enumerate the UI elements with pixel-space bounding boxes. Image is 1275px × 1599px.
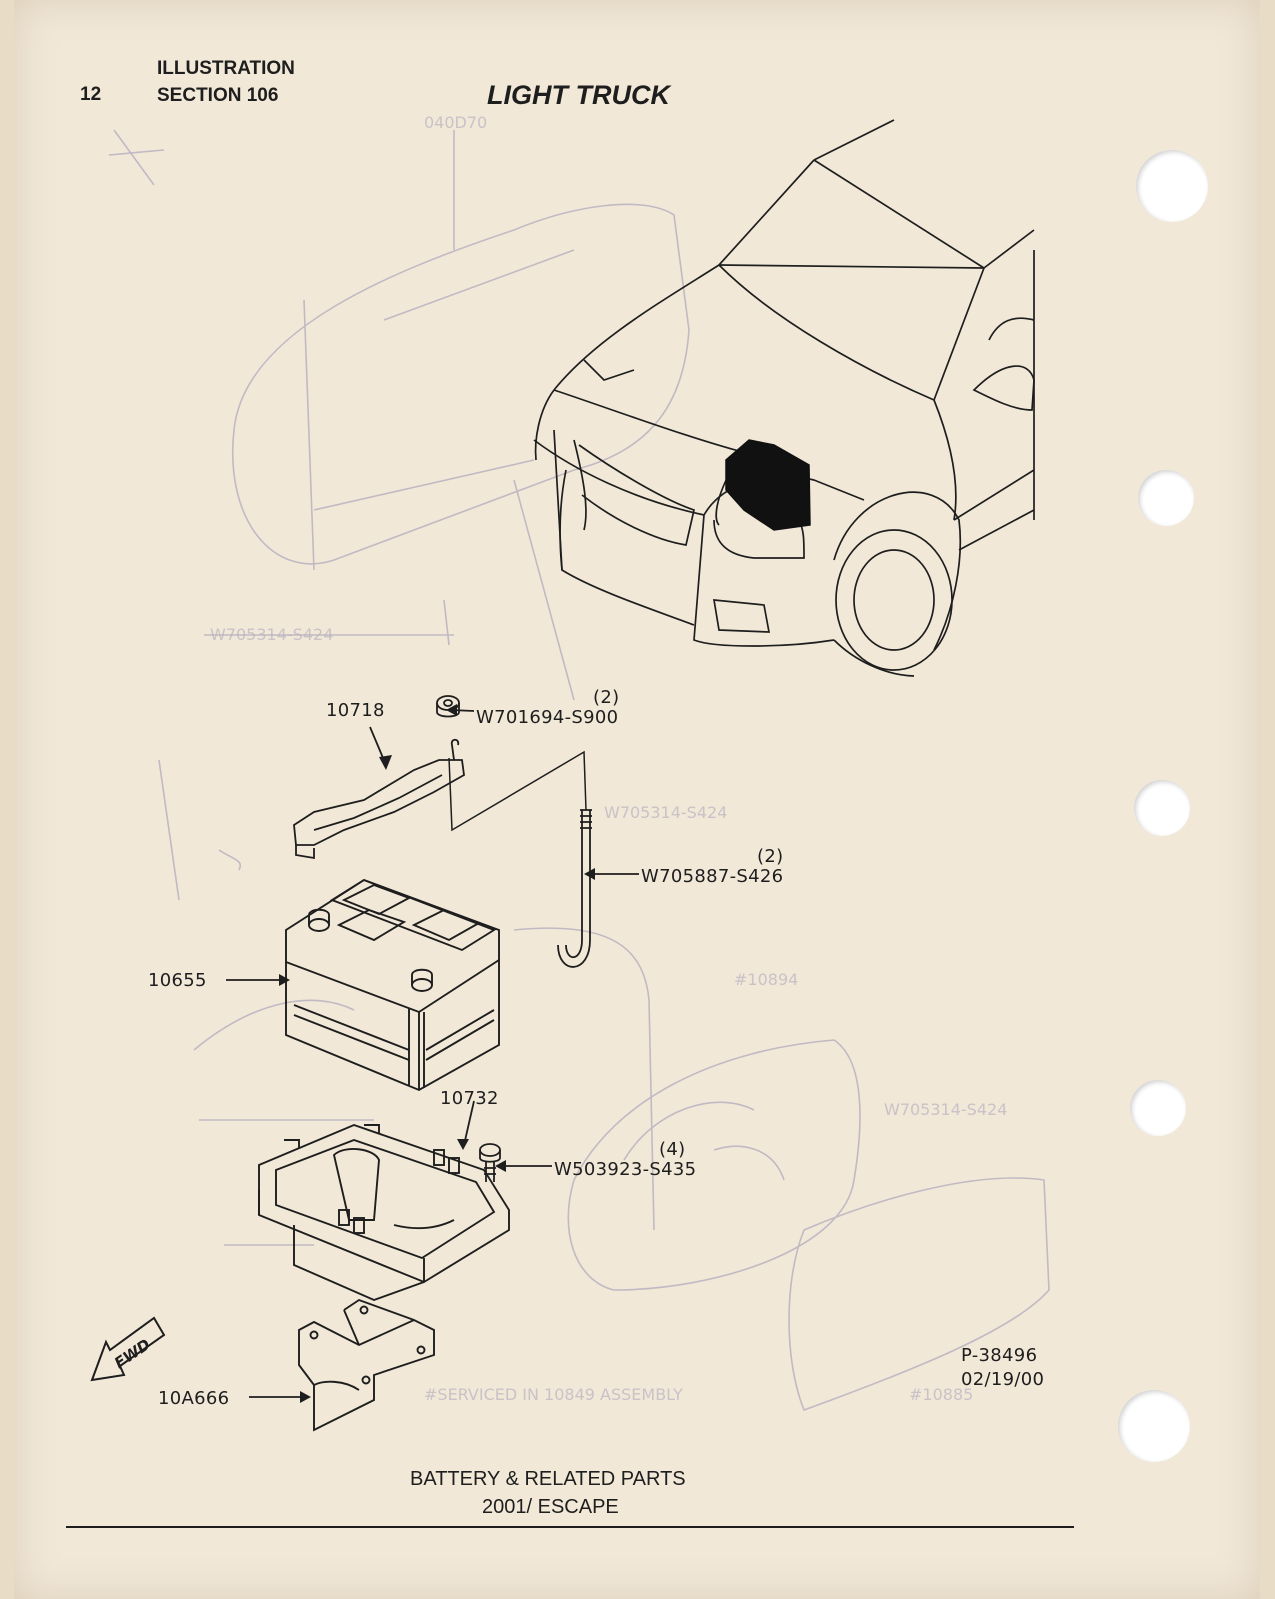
- bolt: [479, 1143, 501, 1182]
- battery-tray: [258, 1123, 510, 1302]
- hold-down-clamp: [293, 738, 465, 860]
- footer-model: 2001/ ESCAPE: [482, 1496, 619, 1518]
- callout-nut: W701694-S900: [476, 707, 619, 728]
- callout-bolt: W503923-S435: [554, 1159, 697, 1180]
- binder-hole: [1136, 150, 1208, 222]
- callout-rod: W705887-S426: [641, 866, 784, 887]
- callout-tray: 10732: [440, 1088, 499, 1109]
- callout-rod-qty: (2): [757, 846, 784, 867]
- page-title: LIGHT TRUCK: [487, 80, 670, 110]
- nut: [436, 695, 460, 718]
- fwd-arrow-icon: FWD: [90, 1316, 166, 1382]
- leader-lines: [226, 709, 639, 1398]
- support-bracket: [298, 1298, 435, 1432]
- binder-hole: [1130, 1080, 1186, 1136]
- footer-title: BATTERY & RELATED PARTS: [410, 1468, 686, 1490]
- binder-hole: [1134, 780, 1190, 836]
- hold-down-rod: [557, 809, 592, 968]
- callout-bolt-qty: (4): [659, 1139, 686, 1160]
- callout-bracket: 10A666: [158, 1388, 230, 1409]
- reference-date: 02/19/00: [961, 1369, 1045, 1390]
- bleed-through-ghost-text: 040D70 W705314-S424 W705314-S424 #10894 …: [210, 113, 1007, 1404]
- svg-text:W705314-S424: W705314-S424: [884, 1100, 1007, 1119]
- battery-illustration: 040D70 W705314-S424 W705314-S424 #10894 …: [66, 113, 1074, 1528]
- header-section: SECTION 106: [157, 85, 279, 106]
- bleed-through-ghost: [108, 129, 1050, 1412]
- callout-nut-qty: (2): [593, 687, 620, 708]
- vehicle-outline: [533, 119, 1035, 677]
- reference-code: P-38496: [961, 1345, 1038, 1366]
- svg-text:W705314-S424: W705314-S424: [210, 625, 333, 644]
- svg-text:#SERVICED IN 10849 ASSEMBLY: #SERVICED IN 10849 ASSEMBLY: [424, 1385, 683, 1404]
- assembly-line: [448, 750, 587, 832]
- binder-hole: [1138, 470, 1194, 526]
- svg-text:040D70: 040D70: [424, 113, 487, 132]
- header-illustration: ILLUSTRATION: [157, 58, 295, 79]
- callout-hold-down-clamp: 10718: [326, 700, 385, 721]
- svg-text:#10885: #10885: [909, 1385, 973, 1404]
- page-number: 12: [80, 84, 102, 105]
- battery: [285, 878, 500, 1092]
- fwd-label: FWD: [111, 1335, 154, 1372]
- svg-text:#10894: #10894: [734, 970, 798, 989]
- battery-location-highlight: [725, 439, 811, 531]
- manual-page: 040D70 W705314-S424 W705314-S424 #10894 …: [14, 0, 1260, 1599]
- callout-battery: 10655: [148, 970, 207, 991]
- svg-text:W705314-S424: W705314-S424: [604, 803, 727, 822]
- binder-hole: [1118, 1390, 1190, 1462]
